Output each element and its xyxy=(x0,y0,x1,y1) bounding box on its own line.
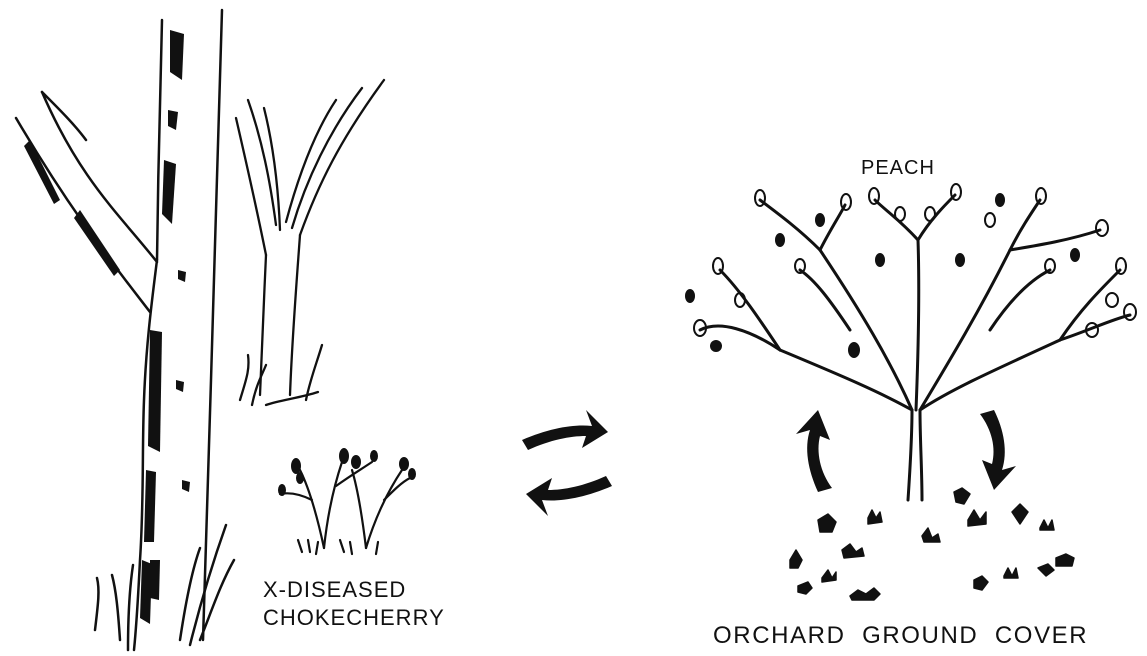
chokecherry-label: CHOKECHERRY xyxy=(263,605,445,631)
peach-tree-dark-buds xyxy=(685,193,1080,358)
large-chokecherry-tree xyxy=(16,10,234,650)
transmission-arrows xyxy=(522,410,612,516)
peach-tree-buds xyxy=(694,184,1136,337)
peach-label: PEACH xyxy=(861,156,935,180)
bark-texture xyxy=(24,30,190,624)
peach-tree xyxy=(700,195,1130,500)
ground-cover-plants xyxy=(790,488,1074,600)
orchard-ground-cover-label: ORCHARD GROUND COVER xyxy=(713,622,1088,651)
small-tree-trunk xyxy=(236,80,384,405)
cycle-arrows xyxy=(796,410,1016,492)
x-diseased-label: X-DISEASED xyxy=(263,577,406,603)
